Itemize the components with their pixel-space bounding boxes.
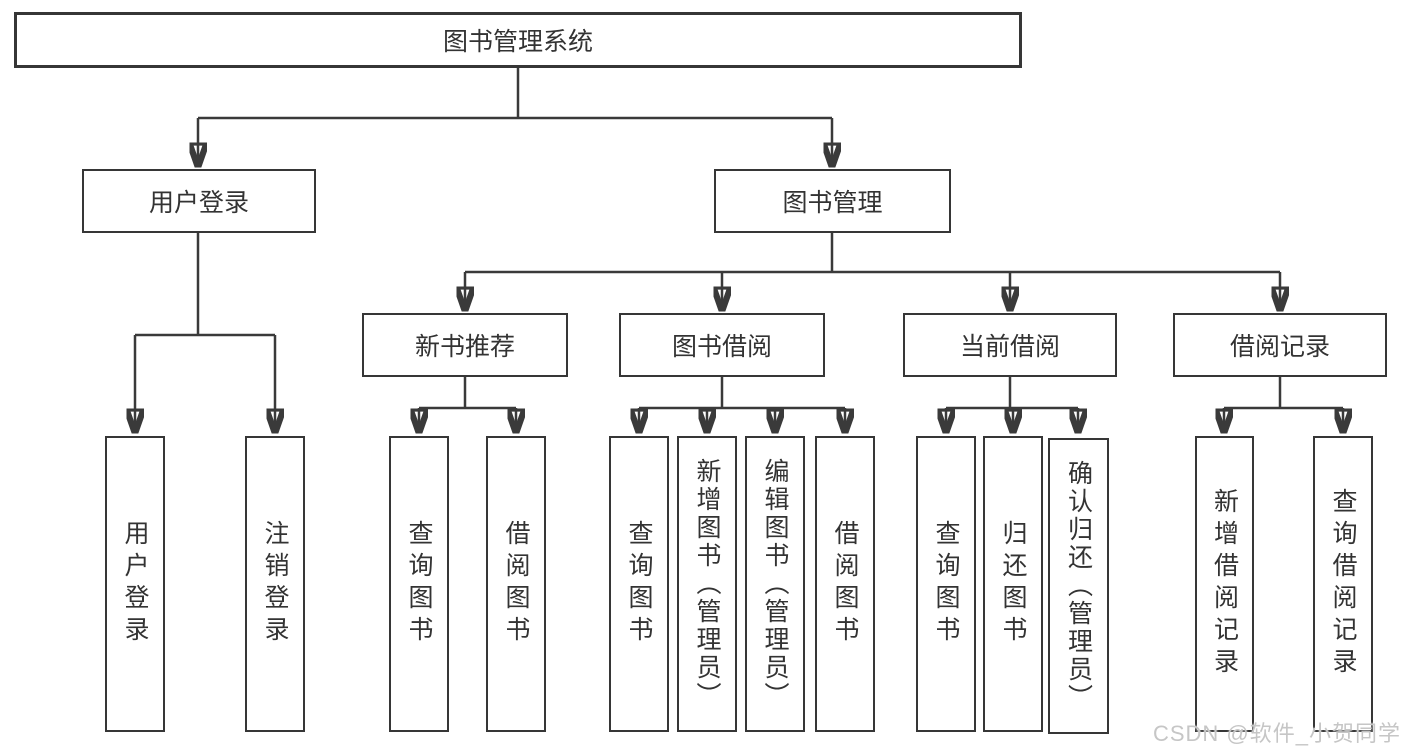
- node-label: 图书管理: [782, 189, 883, 217]
- leaf-label: 查询借阅记录: [1329, 488, 1357, 680]
- leaf-query-books: 查询图书: [916, 436, 976, 732]
- node-library-management-system: 图书管理系统: [14, 12, 1022, 68]
- leaf-add-book-admin: 新增图书（管理员）: [677, 436, 737, 732]
- leaf-label: 新增借阅记录: [1210, 488, 1239, 680]
- leaf-user-login: 用户登录: [105, 436, 165, 732]
- leaf-query-borrow-record: 查询借阅记录: [1313, 436, 1373, 732]
- node-label: 借阅记录: [1229, 333, 1330, 361]
- node-user-login: 用户登录: [82, 169, 316, 233]
- leaf-return-books: 归还图书: [983, 436, 1043, 732]
- node-book-management: 图书管理: [714, 169, 951, 233]
- leaf-confirm-return-admin: 确认归还（管理员）: [1048, 438, 1109, 734]
- node-label: 新书推荐: [414, 333, 515, 361]
- leaf-edit-book-admin: 编辑图书（管理员）: [745, 436, 805, 732]
- node-book-borrowing: 图书借阅: [619, 313, 825, 377]
- node-borrowing-records: 借阅记录: [1173, 313, 1387, 377]
- leaf-borrow-books: 借阅图书: [815, 436, 875, 732]
- leaf-label: 借阅图书: [502, 520, 530, 648]
- leaf-logout-login: 注销登录: [245, 436, 305, 732]
- leaf-label: 新增图书（管理员）: [693, 458, 721, 710]
- leaf-label: 注销登录: [261, 520, 289, 648]
- leaf-add-borrow-record: 新增借阅记录: [1195, 436, 1254, 732]
- leaf-label: 查询图书: [405, 520, 433, 648]
- leaf-label: 用户登录: [121, 520, 149, 648]
- node-label: 图书借阅: [671, 333, 772, 361]
- node-new-book-recommendation: 新书推荐: [362, 313, 568, 377]
- node-label: 当前借阅: [959, 333, 1060, 361]
- node-label: 图书管理系统: [442, 28, 593, 56]
- leaf-label: 确认归还（管理员）: [1064, 460, 1093, 712]
- leaf-label: 编辑图书（管理员）: [761, 458, 789, 710]
- leaf-label: 归还图书: [999, 520, 1027, 648]
- leaf-query-books: 查询图书: [389, 436, 449, 732]
- leaf-query-books: 查询图书: [609, 436, 669, 732]
- leaf-label: 查询图书: [625, 520, 653, 648]
- leaf-label: 借阅图书: [831, 520, 859, 648]
- watermark: CSDN @软件_小贺同学: [1152, 721, 1401, 746]
- node-label: 用户登录: [148, 189, 249, 217]
- leaf-label: 查询图书: [932, 520, 960, 648]
- node-current-borrowing: 当前借阅: [903, 313, 1117, 377]
- leaf-borrow-books: 借阅图书: [486, 436, 546, 732]
